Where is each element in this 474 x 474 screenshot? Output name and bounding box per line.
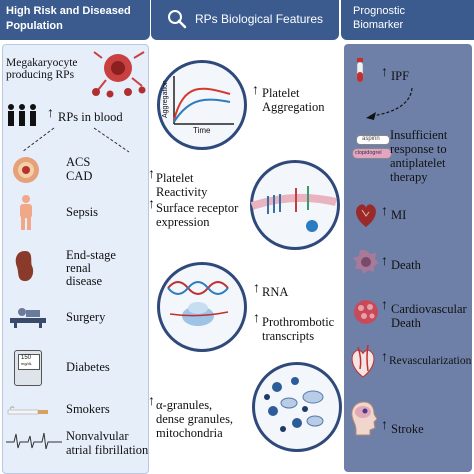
head-stroke-icon bbox=[351, 401, 378, 436]
heart-mi-icon bbox=[356, 204, 376, 227]
cv-label-line1: Cardiovascular bbox=[391, 302, 467, 316]
ipf-label: IPF bbox=[391, 69, 410, 83]
af-label-line1: Nonvalvular bbox=[66, 429, 129, 443]
ins-label-line3: antiplatelet bbox=[390, 156, 446, 170]
aspirin-label: aspirin bbox=[362, 136, 380, 142]
diabetes-label: Diabetes bbox=[66, 360, 110, 374]
mk-label-line2: producing RPs bbox=[6, 69, 75, 81]
react-label-line1: Platelet bbox=[156, 171, 194, 185]
agg-label-line1: Platelet bbox=[262, 86, 300, 100]
surgery-label: Surgery bbox=[66, 310, 106, 324]
aggregation-circle bbox=[157, 60, 247, 150]
react-label-line3: Surface receptor bbox=[156, 201, 239, 215]
granules-circle bbox=[252, 362, 342, 452]
heart-vessels-icon bbox=[351, 344, 375, 378]
react-up-arrow-icon: ↑ bbox=[148, 167, 155, 182]
gran-label-line1: α-granules, bbox=[156, 398, 213, 412]
human-body-icon bbox=[20, 195, 32, 230]
rna-label: RNA bbox=[262, 285, 289, 299]
death-up-arrow-icon: ↑ bbox=[381, 254, 388, 269]
membrane-receptor-icon bbox=[250, 186, 337, 232]
cigarette-icon bbox=[7, 406, 48, 415]
header-right-line1: Prognostic bbox=[353, 5, 405, 17]
surface-up-arrow-icon: ↑ bbox=[148, 197, 155, 212]
header-middle-title: RPs Biological Features bbox=[195, 12, 324, 26]
esrd-label-line1: End-stage bbox=[66, 248, 116, 262]
clopidogrel-label: clopidogrel bbox=[355, 150, 382, 156]
ins-label-line1: Insufficient bbox=[390, 128, 448, 142]
up-arrow-icon: ↑ bbox=[47, 106, 54, 121]
mi-up-arrow-icon: ↑ bbox=[381, 204, 388, 219]
esrd-label-line3: disease bbox=[66, 274, 103, 288]
glucometer-unit: mg/dL bbox=[21, 361, 33, 366]
dashed-connector bbox=[21, 127, 130, 153]
agg-label-line2: Aggregation bbox=[262, 100, 325, 114]
clopidogrel-pill-icon: clopidogrel bbox=[352, 148, 392, 159]
chart-ylabel: Aggregation bbox=[162, 80, 169, 118]
aggregation-chart bbox=[173, 76, 234, 125]
rna-ribosome-icon bbox=[167, 281, 229, 326]
death-cells-icon bbox=[353, 250, 379, 274]
react-label-line4: expression bbox=[156, 215, 210, 229]
people-icon bbox=[8, 104, 36, 126]
react-label-line2: Reactivity bbox=[156, 185, 208, 199]
cad-label: CAD bbox=[66, 169, 93, 183]
pro-label-line1: Prothrombotic bbox=[262, 315, 335, 329]
test-tube-icon bbox=[356, 58, 364, 83]
rna-up-arrow-icon: ↑ bbox=[253, 281, 260, 296]
pro-up-arrow-icon: ↑ bbox=[253, 311, 260, 326]
mk-label-line1: Megakaryocyte bbox=[6, 57, 78, 69]
aspirin-pill-icon: aspirin bbox=[356, 135, 390, 145]
af-label-line2: atrial fibrillation bbox=[66, 443, 149, 457]
ins-label-line2: response to bbox=[390, 142, 447, 156]
search-icon bbox=[168, 10, 187, 29]
header-right-line2: Biomarker bbox=[353, 19, 404, 31]
cv-death-icon bbox=[354, 300, 378, 324]
acs-label: ACS bbox=[66, 155, 91, 169]
pro-label-line2: transcripts bbox=[262, 329, 315, 343]
mi-label: MI bbox=[391, 208, 407, 222]
chart-xlabel: Time bbox=[193, 126, 211, 135]
glucometer-value: 150 bbox=[21, 355, 32, 361]
gran-label-line2: dense granules, bbox=[156, 412, 234, 426]
agg-up-arrow-icon: ↑ bbox=[252, 83, 259, 98]
smokers-label: Smokers bbox=[66, 402, 110, 416]
revasc-up-arrow-icon: ↑ bbox=[381, 350, 388, 365]
revasc-label: Revascularization bbox=[389, 355, 472, 367]
header-high-risk: High Risk and Diseased Population bbox=[0, 0, 150, 40]
glucometer-icon: 150 mg/dL bbox=[14, 350, 42, 386]
rps-in-blood-label: RPs in blood bbox=[58, 110, 123, 124]
cv-up-arrow-icon: ↑ bbox=[381, 298, 388, 313]
stroke-up-arrow-icon: ↑ bbox=[381, 418, 388, 433]
kidney-icon bbox=[15, 251, 34, 282]
ins-label-line4: therapy bbox=[390, 170, 428, 184]
megakaryocyte-icon bbox=[92, 51, 146, 98]
header-prognostic: Prognostic Biomarker bbox=[341, 0, 474, 40]
ecg-icon bbox=[6, 432, 62, 450]
granules-icon bbox=[264, 377, 324, 432]
death-label: Death bbox=[391, 258, 421, 272]
stroke-label: Stroke bbox=[391, 422, 424, 436]
dashed-arrow bbox=[366, 87, 413, 120]
surgery-icon bbox=[10, 308, 46, 328]
sepsis-label: Sepsis bbox=[66, 205, 98, 219]
esrd-label-line2: renal bbox=[66, 261, 91, 275]
gran-up-arrow-icon: ↑ bbox=[148, 394, 155, 409]
gran-label-line3: mitochondria bbox=[156, 426, 223, 440]
header-rps-features: RPs Biological Features bbox=[151, 0, 339, 40]
cv-label-line2: Death bbox=[391, 316, 421, 330]
ipf-up-arrow-icon: ↑ bbox=[381, 65, 388, 80]
artery-icon bbox=[13, 157, 39, 183]
header-left-line1: High Risk and Diseased bbox=[6, 5, 131, 17]
header-left-line2: Population bbox=[6, 20, 63, 32]
